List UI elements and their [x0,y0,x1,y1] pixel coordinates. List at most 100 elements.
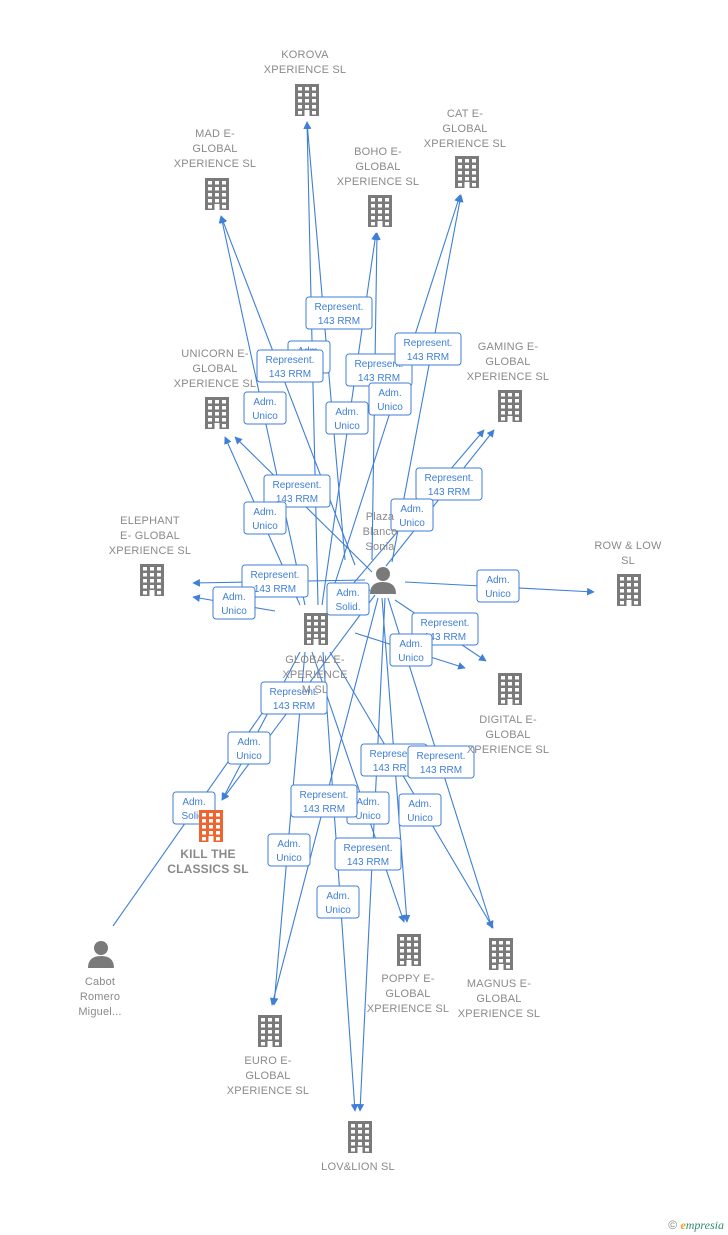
building-icon[interactable] [498,673,522,705]
edge-label-line: Adm. [326,891,349,902]
edge-label-line: Adm. [408,799,431,810]
node-label-line: GLOBAL [245,1070,290,1082]
edge-label-global-gaming[interactable]: Adm.Unico [390,498,434,532]
edge-label-global-kill[interactable]: Adm.Unico [227,731,271,765]
person-icon[interactable] [370,567,396,594]
edge-label-line: Represent. [270,687,319,698]
building-icon[interactable] [304,613,328,645]
edge-label-global-elephant[interactable]: Adm. Unico [212,586,256,620]
edge-label-line: Adm. [399,639,422,650]
node-row[interactable]: ROW & LOW SL [594,540,662,606]
node-label-line: ELEPHANT [120,515,180,527]
node-label-line: XPERIENCE SL [458,1008,540,1020]
building-icon[interactable] [617,574,641,606]
edge-label-global-magnus[interactable]: Adm.Unico [398,793,442,827]
node-elephant[interactable]: ELEPHANT E- GLOBAL XPERIENCE SL [109,515,191,596]
edge-labels-layer: Represent.143 RRMAdm.UnicoRepresent.143 … [172,296,520,919]
building-icon[interactable] [498,390,522,422]
person-icon[interactable] [88,941,114,968]
edge-label-line: Adm. [222,592,245,603]
edge-label-line: Represent. [251,570,300,581]
building-icon[interactable] [140,564,164,596]
building-icon[interactable] [348,1121,372,1153]
node-label-line: XPERIENCE SL [367,1003,449,1015]
building-icon[interactable] [397,934,421,966]
edge-label-plaza-global[interactable]: Adm.Solid. [326,582,370,616]
empresia-logo[interactable]: empresia [680,1218,724,1232]
edge-label-plaza-mad[interactable]: Represent.143 RRM [256,349,324,383]
node-label-line: Plaza [366,511,395,523]
edge-label-line: Unico [221,606,247,617]
node-label-line: E- GLOBAL [120,530,180,542]
edge-label-plaza-kill[interactable]: Represent.143 RRM [260,681,328,715]
edge-label-global-boho[interactable]: Adm.Unico [325,401,369,435]
edge-label-plaza-row[interactable]: Adm.Unico [476,569,520,603]
node-label-line: GLOBAL [442,123,487,135]
edge-label-line: Represent. [300,790,349,801]
node-label-line: DIGITAL E- [479,714,537,726]
node-label-line: XPERIENCE SL [109,545,191,557]
edge-label-line: Unico [252,521,278,532]
edge-label-plaza-magnus[interactable]: Represent.143 RRM [407,745,475,779]
edge-label-plaza-cat[interactable]: Represent.143 RRM [394,332,462,366]
edge-label-plaza-euro[interactable]: Represent.143 RRM [290,784,358,818]
building-icon[interactable] [368,195,392,227]
edge-label-line: Unico [355,811,381,822]
node-cabot[interactable]: CabotRomeroMiguel... [78,941,121,1018]
edge-label-plaza-gaming[interactable]: Represent.143 RRM [415,467,483,501]
node-korova[interactable]: KOROVA XPERIENCE SL [264,49,346,116]
edge-label-plaza-unicorn[interactable]: Represent.143 RRM [263,474,331,508]
node-label-line: POPPY E- [381,973,434,985]
building-icon[interactable] [258,1015,282,1047]
node-label-line: MAD E- [195,128,235,140]
node-label-line: KOROVA [281,49,329,61]
edge-label-line: Adm. [336,588,359,599]
edge-label-plaza-korova[interactable]: Represent.143 RRM [305,296,373,330]
edge-label-line: Adm. [253,397,276,408]
building-icon[interactable] [489,938,513,970]
node-label-line: XPERIENCE SL [264,64,346,76]
edge-label-plaza-lovlion[interactable]: Represent.143 RRM [334,837,402,871]
edge-label-global-unicorn[interactable]: Adm.Unico [243,501,287,535]
node-lovlion[interactable]: LOV&LION SL [321,1121,395,1173]
node-label-line: XPERIENCE SL [467,744,549,756]
node-label-line: KILL THE [180,847,235,861]
edge-label-line: 143 RRM [269,369,311,380]
edge-label-line: Unico [485,589,511,600]
node-label-line: ROW & LOW [594,540,662,552]
node-label-line: SL [621,555,635,567]
edge-label-global-lovlion[interactable]: Adm. Unico [316,885,360,919]
edge-label-line: Unico [325,905,351,916]
edge-label-global-euro[interactable]: Adm.Unico [267,833,311,867]
building-icon[interactable] [205,178,229,210]
edge-label-plaza-elephant[interactable]: Represent.143 RRM [241,564,309,598]
edge-label-line: 143 RRM [318,316,360,327]
logo-initial: e [680,1218,686,1232]
building-icon[interactable] [205,397,229,429]
edge-label-line: Unico [398,653,424,664]
edge-label-global-cat[interactable]: Adm.Unico [368,382,412,416]
edge-label-global-digital[interactable]: Adm. Unico [389,633,433,667]
node-label-line: XPERIENCE SL [337,176,419,188]
edge-label-line: Adm. [277,839,300,850]
edge-label-line: 143 RRM [407,352,449,363]
building-icon[interactable] [295,84,319,116]
building-icon[interactable] [455,156,479,188]
edge-label-line: 143 RRM [347,857,389,868]
edge-label-global-mad[interactable]: Adm.Unico [243,391,287,425]
edge-global-magnus [329,651,494,929]
node-label-line: Cabot [85,976,115,988]
building-icon[interactable] [199,810,223,842]
